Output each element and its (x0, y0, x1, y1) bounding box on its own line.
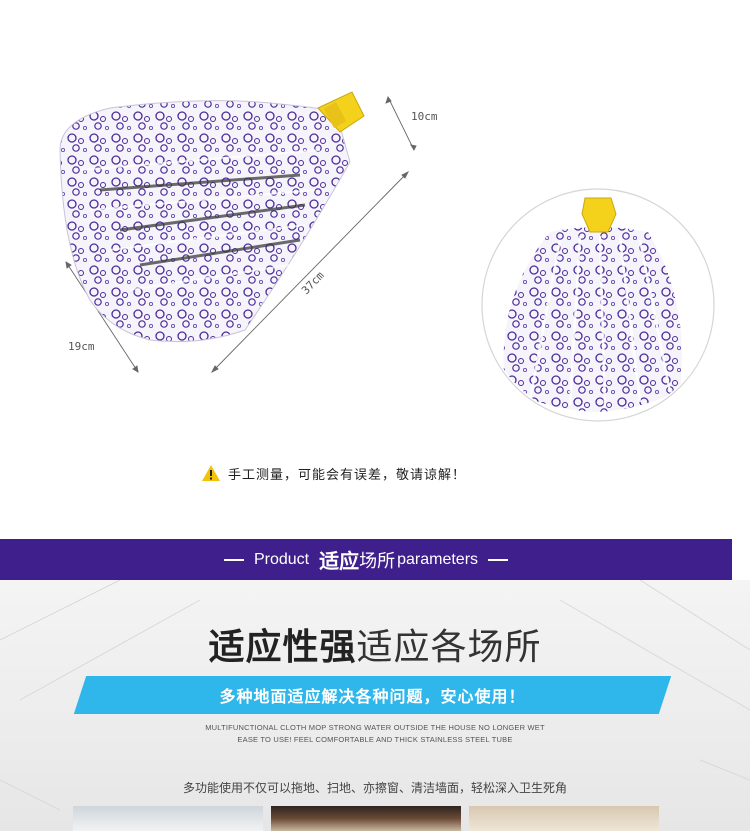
warning-icon (202, 465, 220, 481)
mop-inset-circle (481, 188, 715, 422)
scene-photo-living-room (469, 806, 659, 831)
mop-dimension-illustration (59, 91, 715, 422)
feature-description: 多功能使用不仅可以拖地、扫地、亦擦窗、清洁墙面，轻松深入卫生死角 (182, 781, 567, 795)
feature-headline: 适应性强适应各场所 (0, 618, 750, 670)
band-highlight: 适应 (319, 549, 360, 573)
dimension-lines (65, 96, 417, 374)
headline-light: 适应各场所 (356, 627, 542, 668)
mop-side-view (59, 91, 365, 343)
measurement-notice: 手工测量，可能会有误差，敬请谅解！ (202, 463, 466, 483)
width-label: 19cm (68, 340, 95, 353)
band-prefix: Product (253, 550, 310, 568)
band-middle: 场所 (359, 550, 396, 572)
headline-bold: 适应性强 (208, 627, 357, 668)
scene-photo-bathroom (73, 806, 263, 831)
fine-print-line-2: EASE TO USE! FEEL COMFORTABLE AND THICK … (237, 735, 513, 744)
background-lines (0, 580, 750, 811)
height-label: 10cm (411, 110, 438, 123)
section-band: Product 适应 场所 parameters (0, 539, 732, 580)
band-suffix: parameters (397, 550, 479, 568)
band-dash-left (223, 558, 244, 561)
scene-photo-kitchen (271, 806, 461, 831)
notice-text: 手工测量，可能会有误差，敬请谅解！ (228, 467, 467, 483)
fine-print-line-1: MULTIFUNCTIONAL CLOTH MOP STRONG WATER O… (205, 723, 545, 732)
feature-banner: 多种地面适应解决各种问题，安心使用！ (219, 687, 526, 706)
band-dash-right (488, 558, 509, 561)
